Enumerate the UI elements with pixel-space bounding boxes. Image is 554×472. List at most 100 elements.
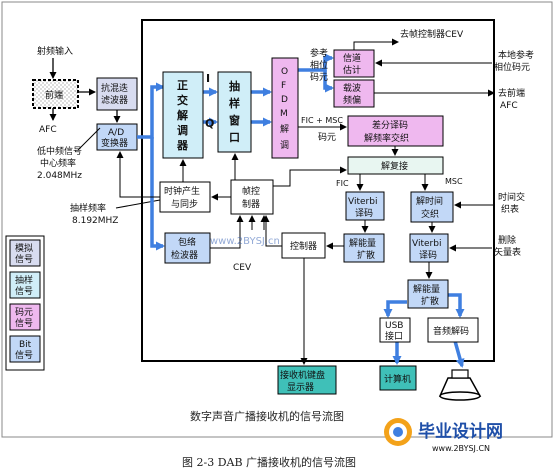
sample-window-block (217, 71, 252, 153)
legend-sampled-swatch (9, 271, 41, 299)
figure-caption: 图 2-3 DAB 广播接收机的信号流图 (182, 455, 356, 469)
ref-phase-line1: 参考 (310, 47, 328, 59)
legend-bit-line1: Bit (19, 340, 32, 350)
energy-despread1-line1: 解能量 (349, 237, 376, 249)
viterbi1-line2: 译码 (355, 208, 373, 219)
sample-window-c2: 样 (229, 96, 240, 110)
to-front-afc-line2: AFC (500, 101, 518, 111)
diff-decode-line2: 解频率交织 (364, 132, 409, 144)
energy-despread2-line2: 扩散 (421, 295, 439, 307)
viterbi1-block (345, 191, 385, 221)
audio-decode-block (427, 317, 479, 343)
orth-demod-c1: 正 (177, 79, 188, 92)
ref-phase-line3: 码元 (310, 72, 328, 83)
msc-label: MSC (445, 177, 463, 186)
frame-ctrl-block (230, 179, 274, 215)
antialias-line2: 滤波器 (101, 94, 128, 106)
time-deint-table-line2: 织表 (501, 203, 519, 215)
antialias-filter-block (96, 77, 138, 111)
legend-symbol-swatch (9, 303, 41, 331)
energy-despread1-line2: 扩散 (357, 249, 375, 261)
if-freq-line3: 2.048MHz (37, 171, 82, 181)
orth-demod-c2: 交 (177, 93, 188, 107)
controller-block (281, 232, 326, 259)
site-logo (384, 418, 412, 446)
channel-est-line2: 估计 (343, 64, 361, 76)
orth-demod-c3: 解 (177, 108, 188, 122)
sample-window-c4: 口 (229, 131, 240, 144)
delete-vec-line2: 矢量表 (494, 246, 521, 258)
legend-sampled-line2: 信号 (15, 285, 33, 297)
ofdm-demod-c4: M (280, 109, 288, 119)
orth-demod-c5: 器 (176, 139, 189, 152)
time-deint-line1: 解时间 (416, 195, 443, 207)
q-branch-label: Q (205, 117, 214, 130)
keyboard-display-line1: 接收机键盘 (280, 369, 325, 381)
computer-label: 计算机 (384, 373, 411, 385)
audio-decode-label: 音频解码 (433, 325, 469, 337)
ref-phase-line2: 相位 (310, 59, 328, 71)
i-branch-label: I (206, 72, 210, 85)
adc-line2: 变换器 (101, 137, 128, 149)
delete-vec-line1: 删除 (498, 234, 516, 246)
carrier-freq-line2: 频偏 (343, 94, 361, 106)
computer-block (379, 365, 417, 391)
ofdm-demod-c6: 调 (280, 140, 289, 151)
speaker-icon (438, 369, 482, 401)
energy-despread2-line1: 解能量 (413, 283, 440, 295)
time-deint-line2: 交织 (421, 208, 439, 220)
usb-line2: 接口 (385, 330, 403, 342)
frame-ctrl-line1: 帧控 (242, 185, 260, 197)
keyboard-display-block (277, 365, 337, 395)
logo-url: www.2BYSJ.CN (432, 444, 490, 453)
rf-input-label: 射频输入 (37, 45, 73, 57)
legend-sampled-line1: 抽样 (15, 274, 33, 286)
carrier-freq-block (333, 79, 375, 108)
if-freq-line1: 低中频信号 (37, 145, 82, 157)
fic-label: FIC (336, 179, 349, 188)
envelope-det-line2: 检波器 (171, 249, 198, 261)
fic-msc-label: FIC + MSC (301, 116, 343, 125)
clock-sync-line1: 时钟产生 (164, 185, 200, 197)
watermark-mid: www.2BYSJ.cn (210, 236, 280, 247)
frame-ctrl-line2: 制器 (242, 198, 260, 210)
ofdm-demod-c1: O (281, 67, 288, 77)
time-deint-block (410, 191, 454, 223)
energy-despread1-block (343, 233, 385, 263)
controller-label: 控制器 (290, 240, 317, 252)
keyboard-display-line2: 显示器 (287, 382, 314, 393)
legend-symbol-line1: 码元 (15, 307, 33, 318)
front-end-label: 前端 (45, 89, 63, 101)
ofdm-demod-c2: F (281, 81, 286, 91)
sample-rate-line2: 8.192MHZ (72, 216, 118, 226)
diff-decode-line1: 差分译码 (372, 119, 408, 131)
local-ref-line1: 本地参考 (498, 49, 534, 61)
front-end-block (32, 79, 79, 109)
channel-est-block (333, 49, 375, 78)
ofdm-demod-block (271, 57, 299, 159)
viterbi1-line1: Viterbi (348, 197, 377, 207)
legend-bit-line2: 信号 (15, 349, 33, 361)
carrier-freq-line1: 载波 (343, 82, 361, 94)
viterbi2-line1: Viterbi (412, 239, 441, 249)
if-freq-line2: 中心频率 (40, 157, 76, 169)
ofdm-demod-c5: 解 (280, 123, 289, 135)
logo-title: 毕业设计网 (418, 421, 503, 442)
adc-line1: A/D (108, 128, 124, 138)
usb-block (379, 317, 411, 343)
demux-block (347, 156, 444, 175)
sample-rate-line1: 抽样频率 (70, 202, 106, 214)
envelope-det-line1: 包络 (178, 236, 196, 248)
afc-left-label: AFC (39, 125, 57, 135)
clock-sync-block (159, 181, 211, 213)
envelope-det-block (164, 232, 211, 264)
viterbi2-line2: 译码 (419, 250, 437, 261)
diff-decode-block (347, 115, 444, 147)
energy-despread2-block (407, 279, 449, 309)
legend-bit-swatch (9, 335, 41, 363)
viterbi2-block (409, 233, 449, 263)
legend-analog-swatch (9, 239, 41, 267)
ofdm-demod-c3: D (281, 95, 288, 105)
to-frame-ctrl-cev: 去帧控制器CEV (400, 28, 464, 40)
